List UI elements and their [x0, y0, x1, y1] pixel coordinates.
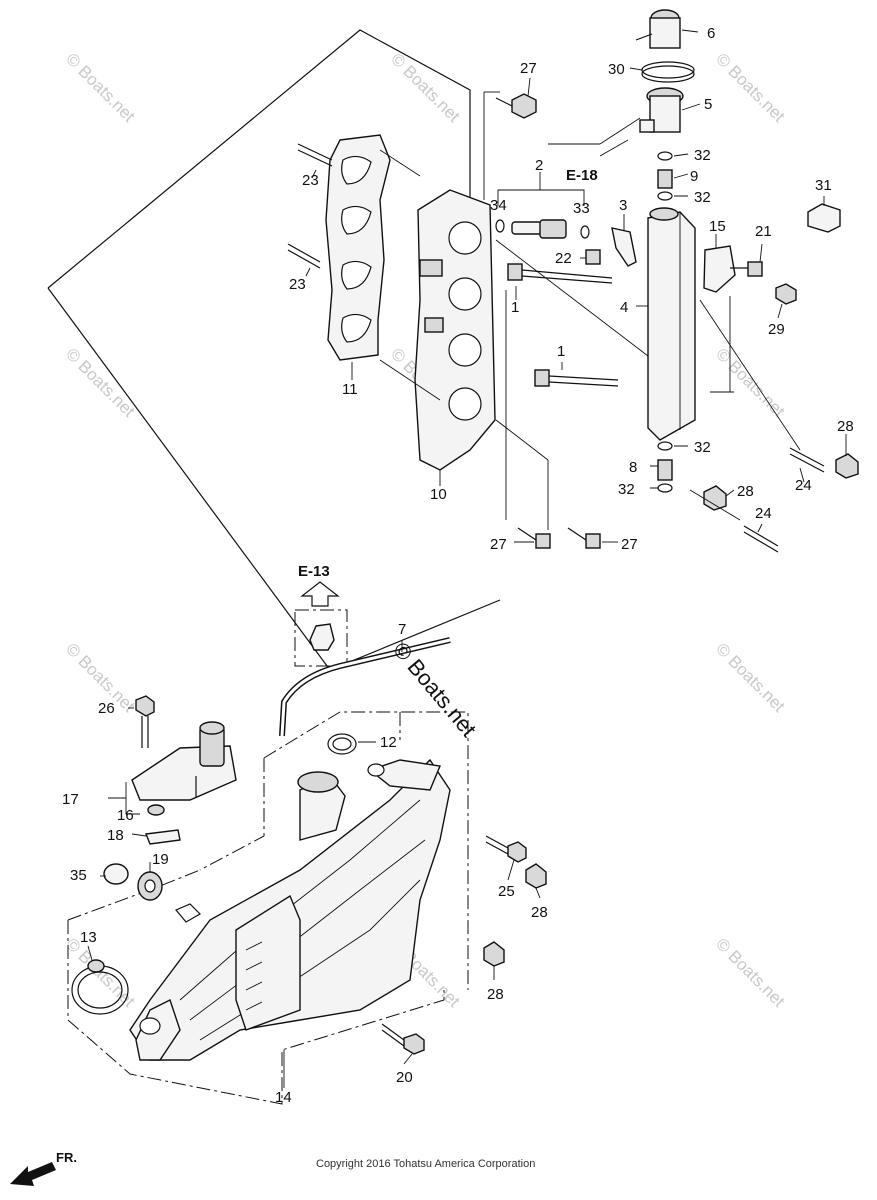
- watermark-text: © Boats.net: [62, 49, 139, 126]
- stud-23-lower: [287, 243, 321, 269]
- watermark-text: © Boats.net: [62, 344, 139, 421]
- callout-33: 33: [573, 200, 590, 217]
- lower-envelope: [67, 711, 469, 1105]
- center-watermark: © Boats.net: [388, 637, 481, 741]
- nut-16: [147, 804, 165, 816]
- callout-16: 16: [117, 807, 134, 824]
- callout-27: 27: [490, 536, 507, 553]
- callout-labels: 1 1 2 3 4 5 6 7 8 9 10 11 12 13 14 15 16…: [62, 25, 854, 1106]
- leader-lines-upper: [305, 29, 847, 543]
- callout-32: 32: [694, 189, 711, 206]
- callout-7: 7: [398, 621, 406, 638]
- clamp-30: [641, 61, 695, 83]
- callout-20: 20: [396, 1069, 413, 1086]
- callout-18: 18: [107, 827, 124, 844]
- callout-23: 23: [302, 172, 319, 189]
- bracket-3: [611, 227, 637, 267]
- callout-28: 28: [531, 904, 548, 921]
- callout-32: 32: [694, 147, 711, 164]
- callout-27: 27: [520, 60, 537, 77]
- callout-11: 11: [342, 381, 358, 398]
- callout-4: 4: [620, 299, 628, 316]
- callout-10: 10: [430, 486, 447, 503]
- damper-6: [635, 9, 681, 49]
- hardware-upper: [495, 93, 859, 553]
- pressure-regulator-5: [639, 87, 684, 133]
- callout-6: 6: [707, 25, 715, 42]
- seal-12: [327, 733, 357, 755]
- callout-27: 27: [621, 536, 638, 553]
- watermark-text: © Boats.net: [712, 934, 789, 1011]
- callout-14: 14: [275, 1089, 292, 1106]
- callout-19: 19: [152, 851, 169, 868]
- callout-17: 17: [62, 791, 79, 808]
- reference-e18[interactable]: E-18: [566, 167, 598, 184]
- grommet-19: [137, 871, 163, 901]
- reference-e13[interactable]: E-13: [298, 563, 330, 580]
- bracket-18: [145, 829, 181, 845]
- callout-3: 3: [619, 197, 627, 214]
- callout-28: 28: [737, 483, 754, 500]
- front-direction-indicator: FR.: [10, 1150, 77, 1186]
- intake-manifold-14: [129, 758, 451, 1061]
- callout-1: 1: [557, 343, 565, 360]
- bolt-26: [135, 695, 155, 748]
- callout-8: 8: [629, 459, 637, 476]
- callout-1: 1: [511, 299, 519, 316]
- front-label: FR.: [56, 1150, 77, 1165]
- callout-12: 12: [380, 734, 397, 751]
- callout-2: 2: [535, 157, 543, 174]
- copyright-text: Copyright 2016 Tohatsu America Corporati…: [316, 1158, 535, 1170]
- callout-24: 24: [795, 477, 812, 494]
- gasket-11: [325, 134, 391, 361]
- clip-31: [807, 203, 841, 233]
- bracket-15: [703, 245, 736, 293]
- callout-22: 22: [555, 250, 572, 267]
- callout-24: 24: [755, 505, 772, 522]
- watermark-text: © Boats.net: [712, 344, 789, 421]
- hose-7-inner: [280, 638, 451, 737]
- callout-30: 30: [608, 61, 625, 78]
- callout-26: 26: [98, 700, 115, 717]
- callout-9: 9: [690, 168, 698, 185]
- o-rings: [657, 151, 673, 493]
- front-arrow-icon: [10, 1162, 56, 1186]
- callout-23: 23: [289, 276, 306, 293]
- callout-29: 29: [768, 321, 785, 338]
- callout-25: 25: [498, 883, 515, 900]
- callout-13: 13: [80, 929, 97, 946]
- alignment-lines: [379, 91, 801, 530]
- callout-32: 32: [618, 481, 635, 498]
- callout-34: 34: [490, 197, 507, 214]
- callout-32: 32: [694, 439, 711, 456]
- bolt-1-lower: [534, 369, 619, 387]
- watermark-text: © Boats.net: [712, 639, 789, 716]
- fuel-injector-2: [495, 172, 590, 239]
- throttle-body-10: [414, 189, 496, 471]
- callout-31: 31: [815, 177, 832, 194]
- leader-lines-lower: [87, 640, 541, 1088]
- watermark-text: © Boats.net: [387, 49, 464, 126]
- watermark-text: © Boats.net: [712, 49, 789, 126]
- callout-28: 28: [837, 418, 854, 435]
- stud-23-upper: [297, 143, 333, 167]
- callout-35: 35: [70, 867, 87, 884]
- clamp-13: [71, 959, 129, 1015]
- callout-5: 5: [704, 96, 712, 113]
- callout-28: 28: [487, 986, 504, 1003]
- callout-21: 21: [755, 223, 772, 240]
- e13-reference: [294, 581, 348, 667]
- hardware-lower: [381, 835, 547, 1055]
- sensor-17: [131, 721, 237, 801]
- cap-35: [103, 863, 129, 885]
- fuel-rail-4: [647, 207, 696, 441]
- callout-15: 15: [709, 218, 726, 235]
